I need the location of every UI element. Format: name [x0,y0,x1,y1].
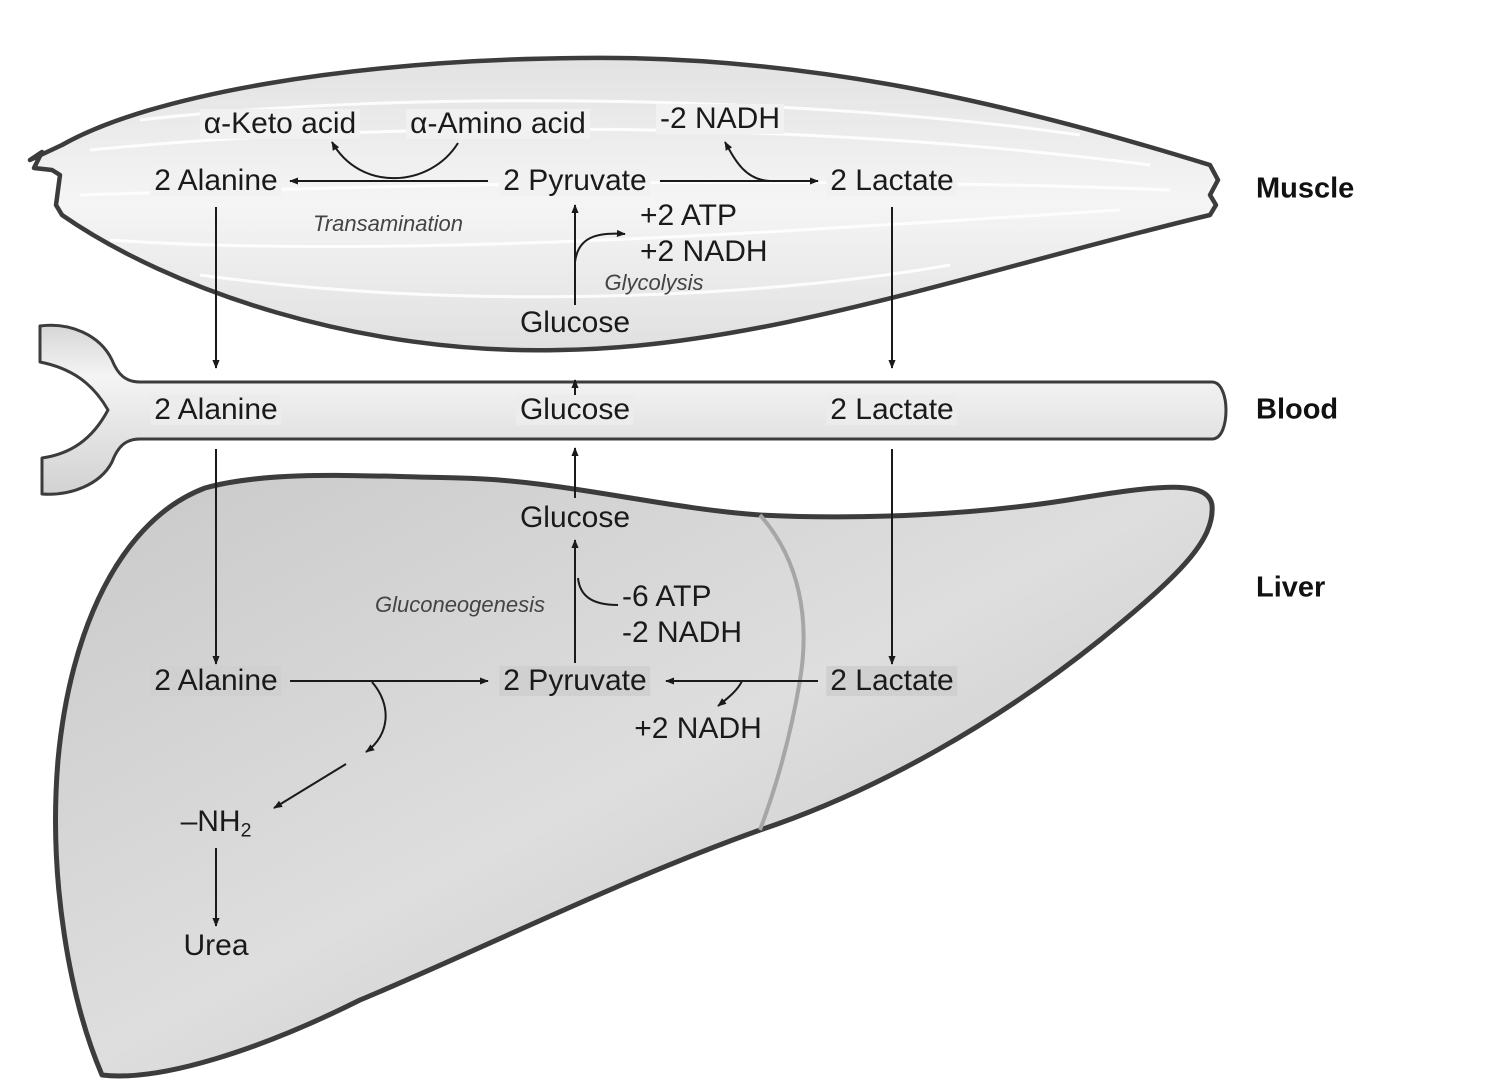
arrow-lactate-nadh-liver [717,680,743,707]
liver-glucose-label: Glucose [519,501,631,534]
liver-urea-label: Urea [183,929,249,962]
muscle-pyruvate-label: 2 Pyruvate [499,166,651,196]
muscle-keto-acid-label: α-Keto acid [199,109,361,139]
liver-nadh-consumed-label: -2 NADH [622,616,743,649]
liver-shape [53,472,1215,1079]
amine-prefix: –NH [180,804,241,838]
muscle-alanine-label: 2 Alanine [150,166,282,196]
muscle-glucose-label: Glucose [519,306,631,339]
muscle-lactate-label: 2 Lactate [826,166,958,196]
liver-gluconeogenesis-label: Gluconeogenesis [374,592,546,617]
muscle-transamination-label: Transamination [313,211,463,236]
liver-amine-group-label: –NH2 [177,804,256,842]
muscle-nadh-produced-label: +2 NADH [640,235,768,268]
liver-lactate-label: 2 Lactate [826,666,958,696]
muscle-atp-produced-label: +2 ATP [640,199,738,232]
liver-alanine-label: 2 Alanine [150,666,282,696]
region-label-muscle: Muscle [1256,172,1355,205]
arrow-gluconeogenesis-atp [577,577,619,606]
amine-subscript: 2 [240,819,252,842]
arrow-lactate-nadh [724,141,771,182]
blood-glucose-label: Glucose [515,395,635,425]
muscle-arrows [212,141,896,396]
muscle-glycolysis-label: Glycolysis [604,270,704,295]
muscle-nadh-consumed-label: -2 NADH [655,104,785,134]
liver-arrows [212,447,896,927]
blood-alanine-label: 2 Alanine [150,395,282,425]
region-label-blood: Blood [1256,393,1339,426]
liver-nadh-produced-label: +2 NADH [634,712,762,745]
liver-lobe-division [758,513,806,831]
liver-pyruvate-label: 2 Pyruvate [499,666,651,696]
muscle-amino-acid-label: α-Amino acid [406,109,590,139]
arrow-glycolysis-atp [574,229,626,263]
arrow-amino-to-keto [331,141,459,180]
region-label-liver: Liver [1256,571,1326,604]
blood-lactate-label: 2 Lactate [826,395,958,425]
liver-atp-consumed-label: -6 ATP [622,580,712,613]
arrow-to-amine [273,763,347,809]
arrow-alanine-transamination-liver [365,681,387,753]
